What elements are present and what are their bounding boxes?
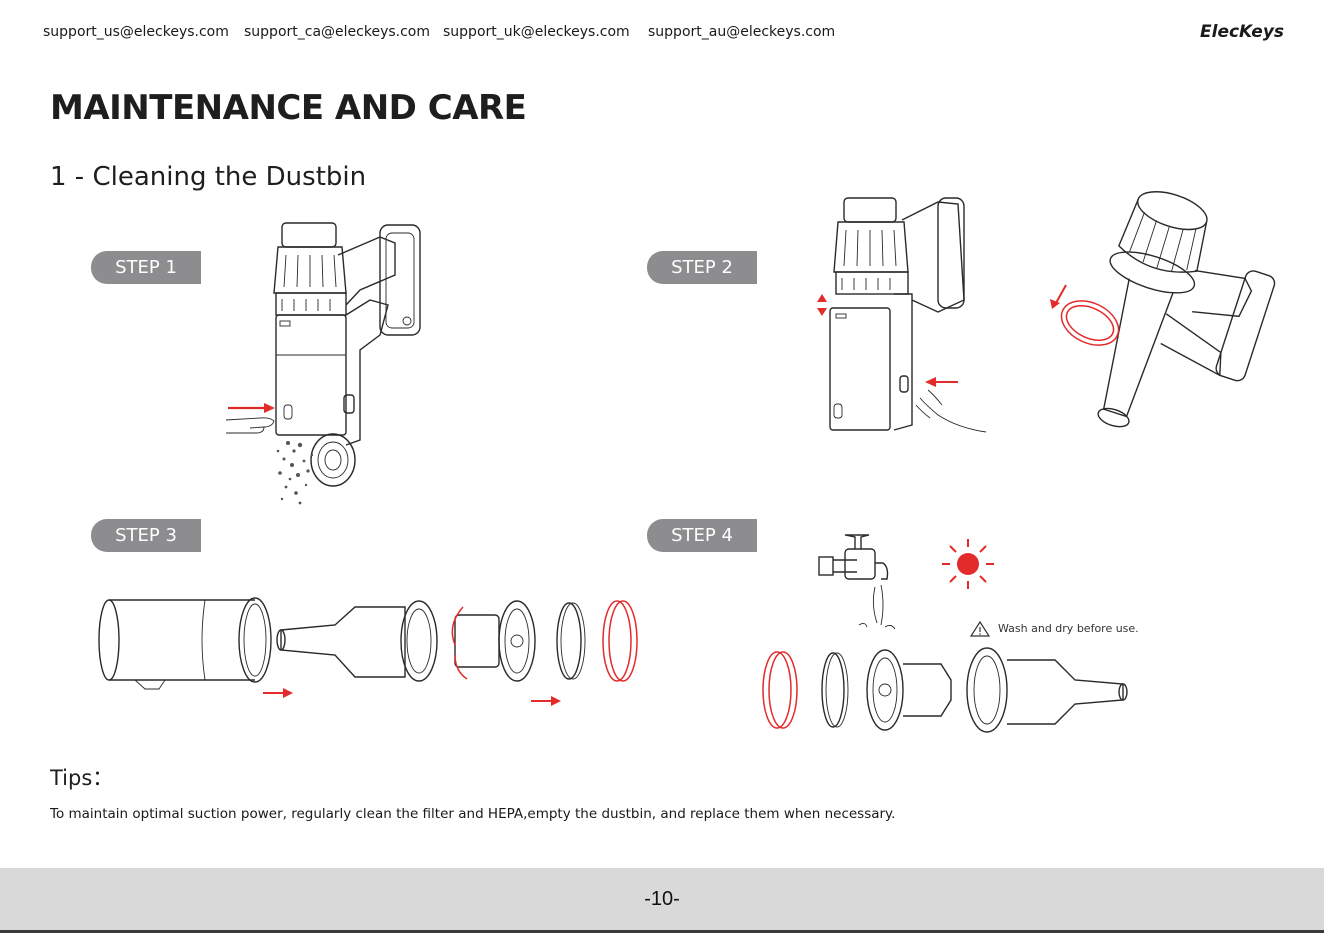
warning-text: Wash and dry before use. — [998, 622, 1139, 635]
step-1-badge: STEP 1 — [91, 251, 201, 284]
step-4-illustration — [762, 647, 1128, 733]
step-4-badge: STEP 4 — [647, 519, 757, 552]
support-email-uk[interactable]: support_uk@eleckeys.com — [443, 24, 630, 40]
faucet-icon — [818, 534, 896, 630]
step-1-illustration — [225, 222, 421, 505]
section-title: 1 - Cleaning the Dustbin — [50, 162, 367, 192]
tips-label: Tips： — [50, 766, 114, 790]
footer-bar: -10- — [0, 868, 1324, 930]
tips-text: To maintain optimal suction power, regul… — [50, 806, 896, 822]
support-email-au[interactable]: support_au@eleckeys.com — [648, 24, 836, 40]
warning-icon — [969, 620, 991, 637]
page-title: MAINTENANCE AND CARE — [50, 88, 527, 128]
step-2-illustration-angled — [1050, 191, 1276, 428]
page-number: -10- — [644, 887, 680, 910]
step-2-badge: STEP 2 — [647, 251, 757, 284]
footer-divider — [0, 930, 1324, 933]
step-2-illustration — [817, 197, 987, 433]
support-email-ca[interactable]: support_ca@eleckeys.com — [244, 24, 430, 40]
brand-logo: ElecKeys — [1200, 22, 1285, 42]
sun-icon — [942, 539, 994, 589]
step-3-badge: STEP 3 — [91, 519, 201, 552]
step-3-illustration — [98, 597, 638, 706]
support-email-us[interactable]: support_us@eleckeys.com — [43, 24, 229, 40]
